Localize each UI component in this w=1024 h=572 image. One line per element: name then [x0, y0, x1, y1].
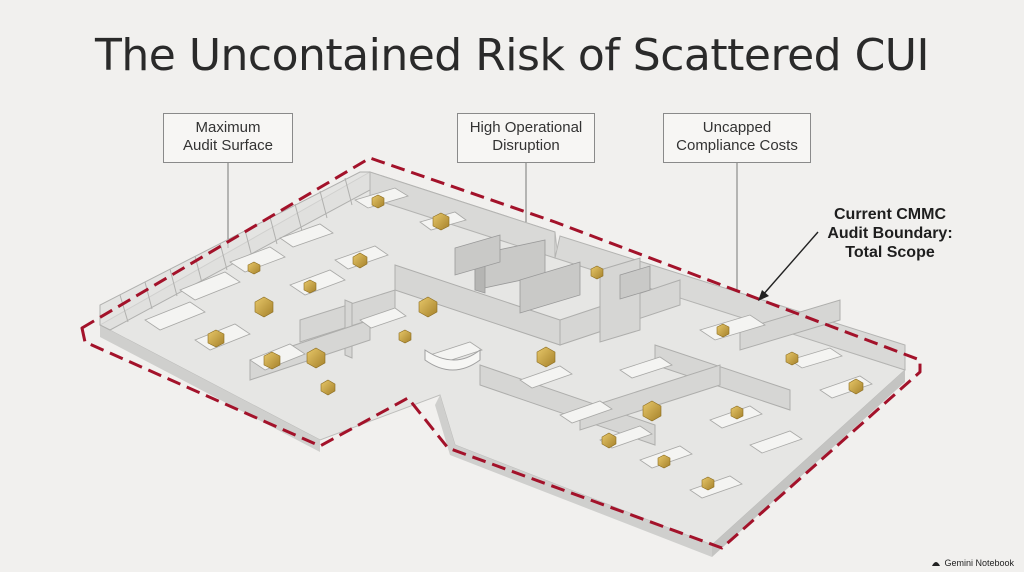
boundary-label-line: Audit Boundary: [827, 225, 953, 242]
boundary-label: Current CMMC Audit Boundary: Total Scope [800, 205, 980, 262]
reception-desk [424, 348, 481, 371]
callout-line: High Operational [469, 119, 583, 136]
server-racks [454, 234, 651, 314]
cui-marker [207, 329, 225, 348]
cui-marker [536, 346, 556, 368]
watermark-text: Gemini Notebook [944, 558, 1014, 568]
cui-marker [785, 351, 799, 366]
boundary-arrow [758, 231, 819, 301]
callout-uncapped-compliance-costs: Uncapped Compliance Costs [663, 113, 811, 163]
cui-marker [601, 432, 617, 449]
cui-marker [716, 323, 730, 338]
cui-marker [418, 296, 438, 318]
cui-marker [352, 252, 368, 269]
cui-marker [848, 378, 864, 395]
cui-marker [657, 454, 671, 469]
cui-marker [254, 296, 274, 318]
cui-marker [303, 279, 317, 294]
callout-line: Maximum [195, 119, 261, 136]
callout-line: Audit Surface [182, 137, 274, 154]
page-title: The Uncontained Risk of Scattered CUI [95, 30, 929, 81]
callout-line: Uncapped [702, 119, 772, 136]
cui-marker [701, 476, 715, 491]
callout-line: Compliance Costs [676, 137, 798, 154]
callout-line: Disruption [492, 137, 560, 154]
cui-marker [398, 329, 412, 344]
cui-marker [432, 212, 450, 231]
cui-marker [263, 351, 281, 370]
callout-maximum-audit-surface: Maximum Audit Surface [163, 113, 293, 163]
cui-marker [642, 400, 662, 422]
audit-boundary [80, 156, 922, 550]
cui-marker [247, 261, 261, 275]
cui-marker [590, 265, 604, 280]
notebook-logo-icon [932, 562, 941, 566]
cui-marker [320, 379, 336, 396]
cui-marker [306, 347, 326, 369]
cui-marker [371, 194, 385, 209]
boundary-label-line: Total Scope [845, 244, 935, 261]
boundary-label-line: Current CMMC [834, 206, 946, 223]
callout-high-operational-disruption: High Operational Disruption [457, 113, 595, 163]
cui-marker [730, 405, 744, 420]
watermark: Gemini Notebook [931, 558, 1014, 568]
cui-markers [207, 194, 864, 491]
